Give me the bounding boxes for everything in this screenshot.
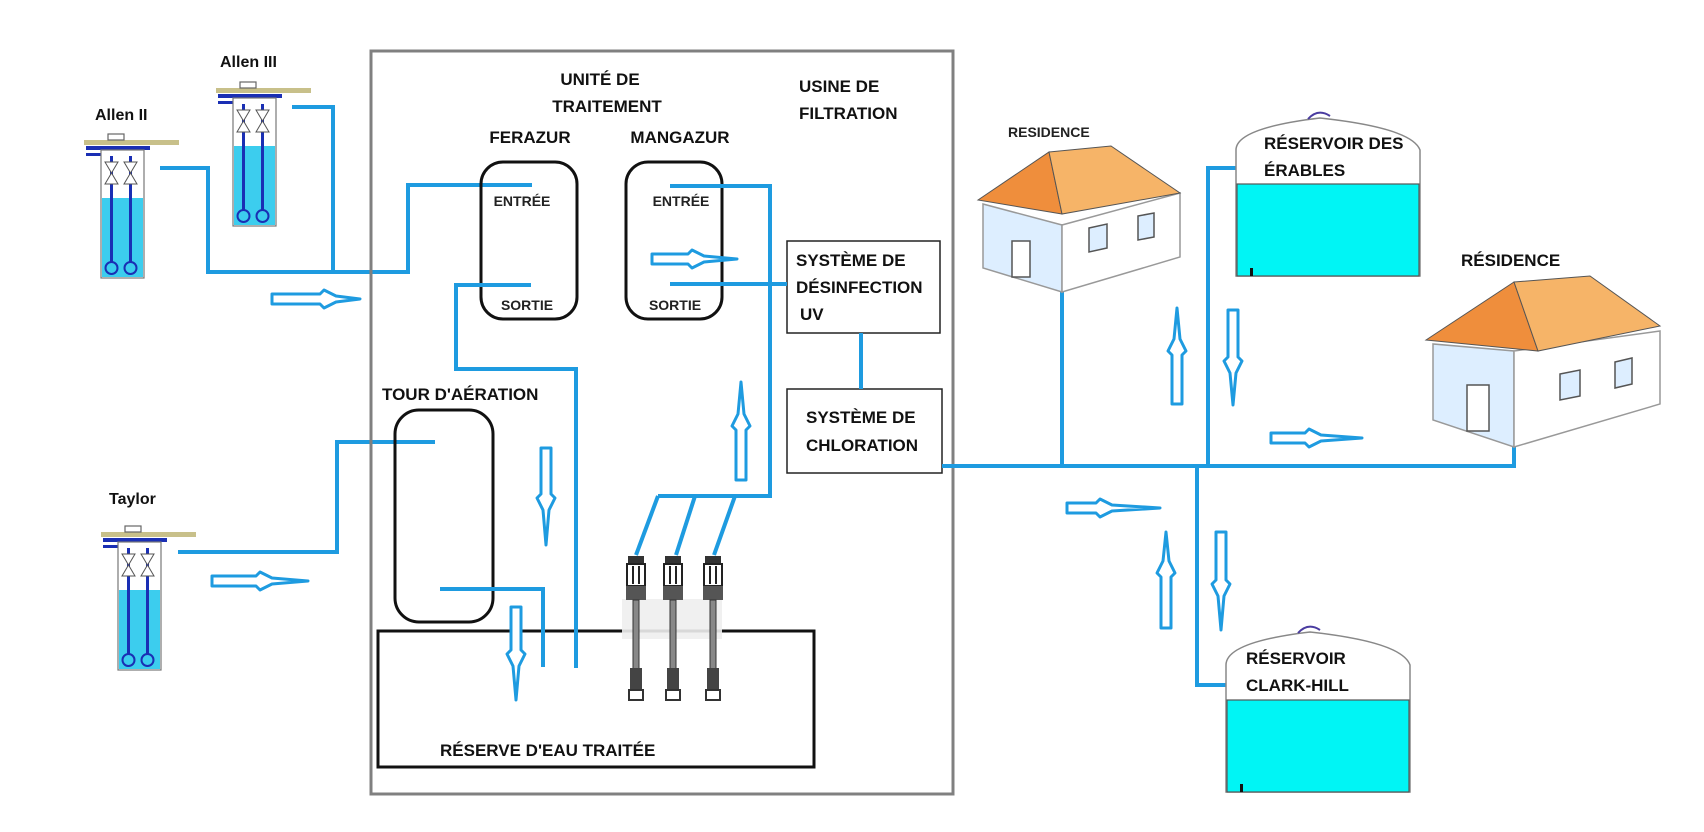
- residence-1: RESIDENCE: [976, 124, 1182, 294]
- arrow-up-icon: [1155, 530, 1177, 630]
- plant-label-line1: USINE DE: [799, 77, 879, 96]
- filter-tank: [479, 160, 579, 321]
- raw-water-pipes: [160, 105, 532, 554]
- filter-label-mangazur: MANGAZUR: [630, 128, 729, 147]
- arrow-up-icon: [1166, 306, 1188, 406]
- pumps: [622, 555, 724, 701]
- reservoir-clark-hill: RÉSERVOIR CLARK-HILL: [1225, 625, 1411, 793]
- uv-system-box: [786, 240, 941, 334]
- chlorination-box: [786, 388, 943, 474]
- filter-label-ferazur: FERAZUR: [489, 128, 570, 147]
- chlorination-system: SYSTÈME DE CHLORATION: [786, 388, 943, 474]
- well-allen-ii: Allen II: [83, 107, 180, 279]
- reservoir-water: [1226, 699, 1410, 793]
- treated-reserve-label: RÉSERVE D'EAU TRAITÉE: [440, 741, 655, 760]
- chlorination-label-line1: SYSTÈME DE: [806, 408, 916, 427]
- aeration-tower-tank: [393, 408, 495, 624]
- reservoir-erables-label-line1: RÉSERVOIR DES: [1264, 134, 1404, 153]
- aeration-tower-label: TOUR D'AÉRATION: [382, 385, 538, 404]
- arrow-down-icon: [1210, 530, 1232, 632]
- arrow-down-icon: [505, 605, 527, 702]
- reservoir-water: [1236, 183, 1420, 277]
- uv-label-line2: DÉSINFECTION: [796, 278, 923, 297]
- reservoir-erables: RÉSERVOIR DES ÉRABLES: [1235, 111, 1421, 277]
- filter-tank: [624, 160, 724, 321]
- treatment-unit-label-line2: TRAITEMENT: [552, 97, 662, 116]
- well-allen-iii: Allen III: [215, 54, 312, 227]
- well-icon: [83, 133, 180, 279]
- reservoir-erables-label-line2: ÉRABLES: [1264, 161, 1345, 180]
- aeration-tower: TOUR D'AÉRATION: [382, 385, 538, 624]
- filter-inlet-label: ENTRÉE: [494, 193, 551, 209]
- uv-label-line3: UV: [800, 305, 824, 324]
- filter-outlet-label: SORTIE: [501, 297, 553, 313]
- arrow-down-icon: [1222, 308, 1244, 407]
- filter-ferazur: FERAZUR ENTRÉE SORTIE: [479, 128, 579, 321]
- plant-pipes: [440, 184, 863, 668]
- filter-inlet-label: ENTRÉE: [653, 193, 710, 209]
- arrow-down-icon: [535, 446, 557, 547]
- arrow-right-icon: [1269, 427, 1364, 449]
- arrow-right-icon: [1065, 497, 1162, 519]
- well-label-taylor: Taylor: [109, 491, 156, 508]
- filter-mangazur: MANGAZUR ENTRÉE SORTIE: [624, 128, 730, 321]
- well-label-allen-ii: Allen II: [95, 107, 147, 124]
- well-taylor: Taylor: [100, 491, 197, 671]
- distribution-pipes: [942, 166, 1516, 687]
- plant-label-line2: FILTRATION: [799, 104, 898, 123]
- uv-disinfection-system: SYSTÈME DE DÉSINFECTION UV: [786, 240, 941, 334]
- filter-outlet-label: SORTIE: [649, 297, 701, 313]
- arrow-right-icon: [270, 288, 362, 310]
- well-icon: [215, 81, 312, 227]
- filtration-plant-frame: [369, 49, 955, 796]
- well-icon: [100, 525, 197, 671]
- arrow-up-icon: [730, 380, 752, 482]
- residence-1-label: RESIDENCE: [1008, 124, 1090, 140]
- reservoir-clark-hill-label-line2: CLARK-HILL: [1246, 676, 1349, 695]
- arrow-right-icon: [650, 248, 739, 270]
- treatment-unit-label-line1: UNITÉ DE: [560, 70, 639, 89]
- uv-label-line1: SYSTÈME DE: [796, 251, 906, 270]
- residence-2-label: RÉSIDENCE: [1461, 251, 1560, 270]
- treated-reserve-tank: [376, 629, 816, 769]
- flow-arrows: [210, 248, 1364, 702]
- arrow-right-icon: [210, 570, 310, 592]
- well-label-allen-iii: Allen III: [220, 54, 277, 71]
- treated-water-reserve: RÉSERVE D'EAU TRAITÉE: [376, 629, 816, 769]
- chlorination-label-line2: CHLORATION: [806, 436, 918, 455]
- residence-2: RÉSIDENCE: [1424, 251, 1662, 449]
- reservoir-clark-hill-label-line1: RÉSERVOIR: [1246, 649, 1346, 668]
